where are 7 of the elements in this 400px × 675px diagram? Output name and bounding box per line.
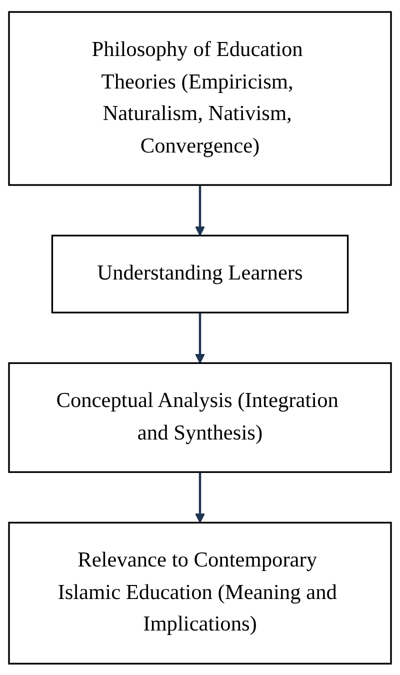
arrow (195, 312, 205, 364)
node-box: Philosophy of Education Theories (Empiricism, Naturalism, Nativism, Convergence) (8, 10, 392, 186)
arrow (195, 184, 205, 236)
node-box: Understanding Learners (51, 234, 349, 314)
node-box: Conceptual Analysis (Integration and Synthesis) (8, 362, 392, 473)
node-box: Relevance to Contemporary Islamic Education (Meaning and Implications) (8, 521, 392, 664)
arrow (195, 472, 205, 523)
